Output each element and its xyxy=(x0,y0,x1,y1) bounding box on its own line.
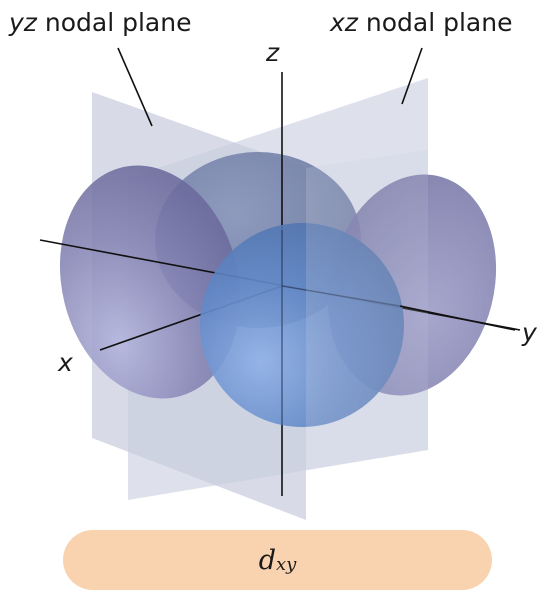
xz-plane-label: xz nodal plane xyxy=(330,10,512,35)
xz-plane-front xyxy=(306,150,428,470)
z-axis-label: z xyxy=(266,40,279,65)
x-axis-label: x xyxy=(58,350,73,375)
y-axis-label: y xyxy=(522,320,537,345)
yz-plane-label: yz nodal plane xyxy=(9,10,191,35)
